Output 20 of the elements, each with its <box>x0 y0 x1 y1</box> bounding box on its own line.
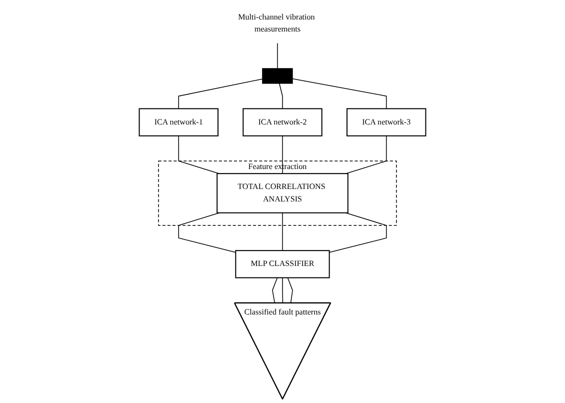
node-box: ICA network-1 <box>138 108 218 136</box>
connector <box>282 277 284 304</box>
node-bar <box>262 68 293 84</box>
connector <box>328 212 387 253</box>
node-box: ICA network-3 <box>346 108 426 136</box>
connector <box>272 277 278 304</box>
node-box: TOTAL CORRELATIONS ANALYSIS <box>216 173 348 214</box>
connector <box>178 212 236 253</box>
connector <box>292 78 387 110</box>
connector <box>278 83 283 110</box>
connector <box>277 42 278 69</box>
connector <box>282 212 283 251</box>
connector <box>287 277 293 304</box>
connector <box>178 78 263 110</box>
connector <box>345 135 387 174</box>
node-box: ICA network-2 <box>242 108 322 136</box>
connector <box>282 135 283 174</box>
connector <box>178 135 220 174</box>
node-box: MLP CLASSIFIER <box>235 250 330 278</box>
node-text: Multi-channel vibration measurements <box>238 13 315 34</box>
